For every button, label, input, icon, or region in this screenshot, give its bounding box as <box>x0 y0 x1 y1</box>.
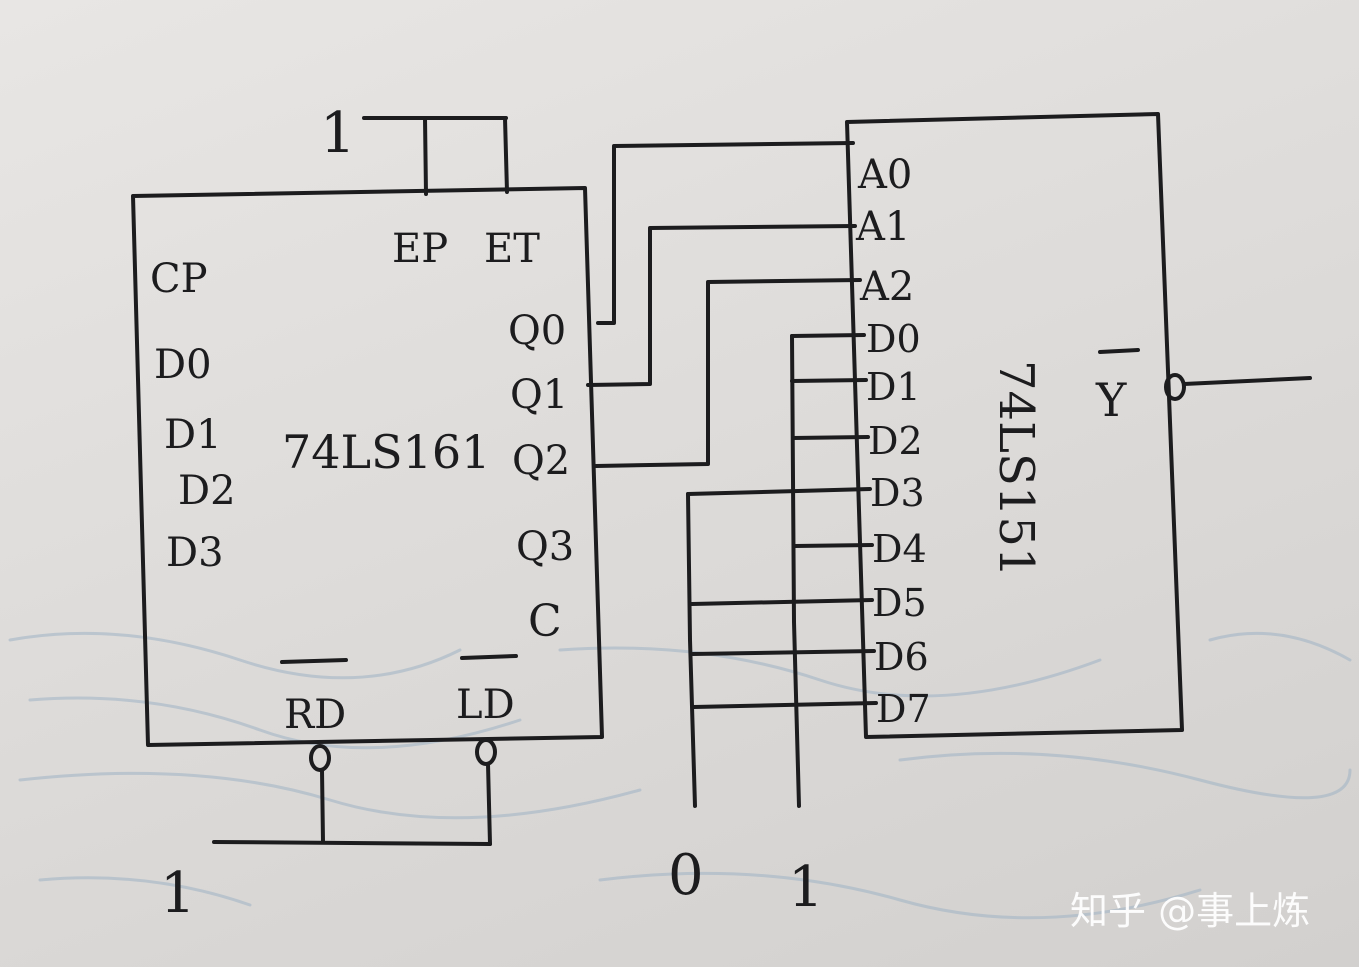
selector-body <box>845 112 1184 739</box>
counter-pin-label-q2: Q2 <box>512 438 570 484</box>
selector-pin-label-d0: D0 <box>866 317 921 361</box>
selector-pin-label-y: Y <box>1095 373 1127 427</box>
counter-pin-label-c: C <box>528 596 562 647</box>
counter-pin-label-d3: D3 <box>166 530 224 576</box>
counter-body <box>131 186 604 747</box>
selector-chip-name: 74LS151 <box>988 360 1044 577</box>
wire-q2-a2 <box>594 278 862 468</box>
counter-pin-label-d2: D2 <box>178 468 236 514</box>
counter-rd-overbar <box>280 658 348 664</box>
selector-y-bubble <box>1164 373 1186 401</box>
wire-ep-up <box>423 116 428 196</box>
wire-one-d4 <box>793 543 874 548</box>
wire-one-d0 <box>790 333 866 338</box>
counter-pin-label-rd: RD <box>284 692 346 738</box>
wire-one-d2 <box>791 435 870 440</box>
selector-pin-label-d5: D5 <box>872 581 927 625</box>
counter-pin-label-cp: CP <box>150 256 208 302</box>
wire-zero-d6 <box>691 649 876 656</box>
counter-pin-label-ep: EP <box>392 226 448 272</box>
rail-label-zero: 0 <box>668 843 704 908</box>
wire-q1-a1 <box>586 224 857 387</box>
rail-one <box>790 334 801 808</box>
rail-label-one: 1 <box>788 855 824 920</box>
selector-pin-label-d3: D3 <box>870 471 925 515</box>
data-rails: 1 0 <box>668 333 878 920</box>
wire-one-d1 <box>790 378 868 383</box>
counter-top-value: 1 <box>320 101 356 166</box>
wire-q0-a0 <box>596 141 855 325</box>
wire-et-up <box>503 116 509 194</box>
counter-chip-name: 74LS161 <box>282 425 490 479</box>
selector-pin-label-a2: A2 <box>859 264 914 310</box>
selector-pin-label-d4: D4 <box>872 527 927 571</box>
address-wires <box>586 141 862 468</box>
selector-y-overbar <box>1098 348 1140 354</box>
wire-rd-down <box>320 768 325 844</box>
counter-pin-label-d1: D1 <box>164 412 222 458</box>
selector-pin-label-d2: D2 <box>868 419 923 463</box>
selector-pin-label-d7: D7 <box>876 687 931 731</box>
selector-pin-label-a0: A0 <box>857 152 912 198</box>
counter-bottom-value: 1 <box>160 861 196 926</box>
counter-ld-bubble <box>475 738 497 766</box>
counter-pin-label-d0: D0 <box>154 342 212 388</box>
counter-ld-overbar <box>460 654 518 660</box>
selector-pin-label-d6: D6 <box>874 635 929 679</box>
counter-pin-label-q1: Q1 <box>510 372 568 418</box>
wire-zero-d3 <box>686 487 872 496</box>
rail-zero <box>686 492 697 808</box>
counter-pin-label-q3: Q3 <box>516 524 574 570</box>
counter-pin-label-ld: LD <box>456 682 515 728</box>
counter-pin-label-q0: Q0 <box>508 308 566 354</box>
selector-chip: 74LS151 A0 A1 A2 D0 D1 D2 D3 D4 D5 D6 D7… <box>845 112 1312 739</box>
wire-zero-d5 <box>690 598 874 606</box>
selector-pin-label-d1: D1 <box>866 365 921 409</box>
counter-chip: 74LS161 EP ET CP D0 D1 D2 D3 Q0 Q1 Q2 Q3… <box>131 101 604 926</box>
watermark: 知乎 @事上炼 <box>1070 889 1310 933</box>
wire-bottom-tie <box>212 840 492 846</box>
counter-pin-label-et: ET <box>484 226 540 272</box>
wire-y-output <box>1182 376 1312 386</box>
counter-rd-bubble <box>309 744 331 772</box>
wire-ld-down <box>486 762 492 846</box>
selector-pin-label-a1: A1 <box>855 204 910 250</box>
paper-bleed-through <box>8 631 1352 920</box>
wire-zero-d7 <box>692 701 878 709</box>
